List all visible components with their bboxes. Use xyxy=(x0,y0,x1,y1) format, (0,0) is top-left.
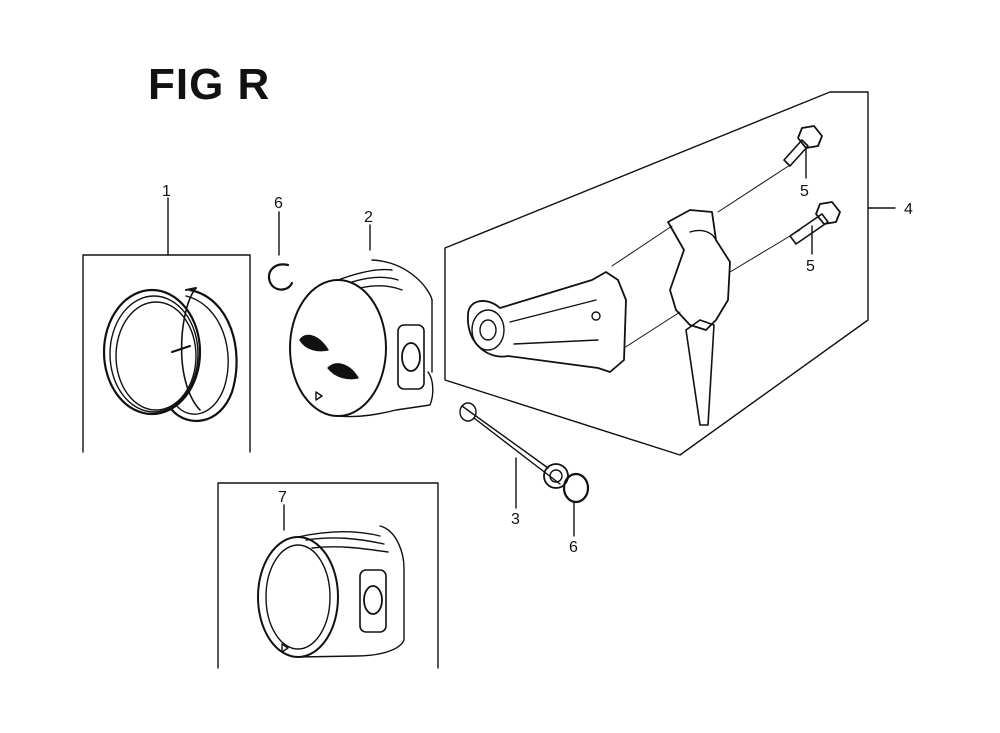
pin-end-near xyxy=(544,464,568,488)
rod-cap xyxy=(668,210,730,330)
ring-second xyxy=(110,296,198,412)
piston-pin-group xyxy=(460,403,568,508)
piston-groove-1 xyxy=(338,269,392,280)
ring-right-inner xyxy=(176,296,228,414)
valve-relief-left xyxy=(300,335,328,350)
ring-set-bracket xyxy=(83,255,250,452)
ring-gap-2 xyxy=(172,346,190,352)
guide-line-bottom xyxy=(624,312,680,348)
callout-6-lower: 6 xyxy=(569,539,578,556)
rod-bolt-lower-group xyxy=(790,202,840,254)
ring-top xyxy=(104,290,200,414)
ring-gap xyxy=(186,288,196,290)
bolt-guide-upper xyxy=(718,165,790,212)
connecting-rod-body xyxy=(468,272,626,372)
direction-arrow xyxy=(316,392,322,400)
bolt-guide-lower xyxy=(730,230,800,272)
oversize-groove-3 xyxy=(312,547,388,552)
oversize-direction-arrow xyxy=(282,644,288,652)
piston-skirt-bottom xyxy=(338,372,433,417)
oversize-groove-2 xyxy=(306,538,384,544)
oversize-piston-crown-inner xyxy=(266,545,330,649)
oversize-groove-1 xyxy=(298,532,380,537)
small-end-inner xyxy=(480,320,496,340)
piston-crown xyxy=(290,280,386,416)
valve-relief-right xyxy=(328,364,358,379)
ring-right-rear xyxy=(182,288,200,410)
piston-pin-bore xyxy=(402,343,420,371)
oversize-piston-crown xyxy=(258,537,338,657)
bolt-lower-head xyxy=(816,202,840,224)
piston-pin-boss xyxy=(398,325,424,389)
rod-web-top xyxy=(510,300,596,322)
small-end-bore xyxy=(472,310,504,350)
piston-groove-2 xyxy=(352,277,398,282)
pin-clip-lower-group xyxy=(564,474,588,536)
connecting-rod-group xyxy=(445,92,895,455)
pin-bore xyxy=(550,470,562,482)
ring-oil xyxy=(116,302,196,410)
rod-bolt-upper-group xyxy=(784,126,822,178)
oversize-pin-bore xyxy=(364,586,382,614)
oversize-piston-skirt xyxy=(298,526,404,657)
oversize-piston-bracket xyxy=(218,483,438,668)
oversize-pin-boss xyxy=(360,570,386,632)
bolt-upper-head xyxy=(798,126,822,148)
callout-4: 4 xyxy=(904,201,913,218)
pin-end-far xyxy=(460,403,476,421)
pin-clip-upper-group xyxy=(269,212,292,290)
rod-cap-bearing xyxy=(690,230,716,240)
callout-1: 1 xyxy=(162,183,171,200)
rod-web-bottom xyxy=(514,340,598,344)
piston-ring-set-group xyxy=(83,198,250,452)
figure-title: FIG R xyxy=(148,60,271,109)
callout-6-upper: 6 xyxy=(274,195,283,212)
rod-oil-hole xyxy=(592,312,600,320)
oil-dipper xyxy=(686,320,714,425)
oversize-piston-group xyxy=(218,483,438,668)
piston-skirt-top xyxy=(372,260,432,300)
callout-2: 2 xyxy=(364,209,373,226)
bolt-lower-shank xyxy=(790,214,828,244)
pin-clip-lower xyxy=(564,474,588,502)
guide-line-top xyxy=(612,226,672,266)
rod-assembly-frame xyxy=(445,92,868,455)
ring-right-outer xyxy=(172,290,237,421)
pin-clip-upper xyxy=(269,264,292,289)
pin-edge-top xyxy=(462,406,548,468)
piston-groove-3 xyxy=(360,286,402,290)
callout-5-upper: 5 xyxy=(800,183,809,200)
bolt-upper-shank xyxy=(784,140,808,166)
callout-7: 7 xyxy=(278,489,287,506)
callout-3: 3 xyxy=(511,511,520,528)
piston-group xyxy=(290,225,433,417)
callout-5-lower: 5 xyxy=(806,258,815,275)
pin-edge-bottom xyxy=(474,418,560,484)
